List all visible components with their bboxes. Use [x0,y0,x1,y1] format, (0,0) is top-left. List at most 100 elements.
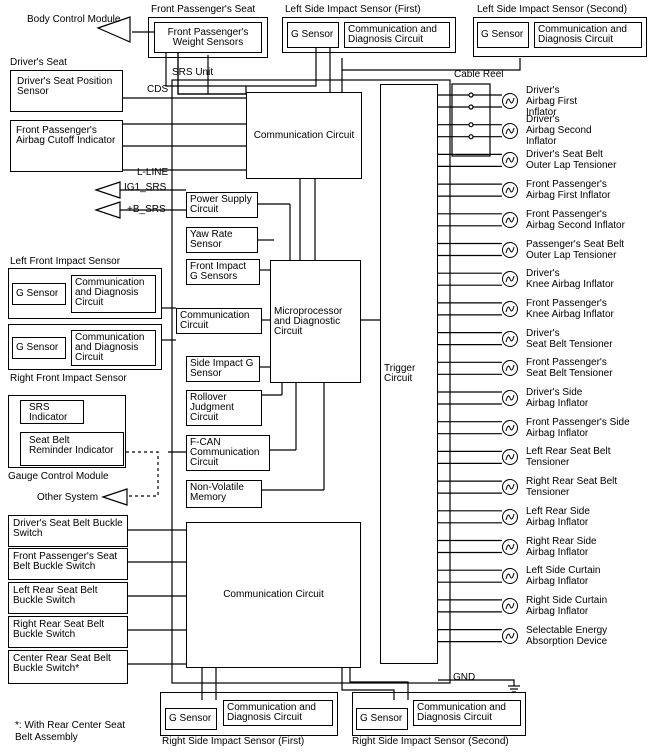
nonvolatile-memory: Non-Volatile Memory [186,480,262,508]
buckle-switch-3: Right Rear Seat Belt Buckle Switch [8,616,128,648]
output-label-line: Right Side Curtain [526,594,608,606]
srs-indicator: SRS Indicator [20,400,84,424]
buckle-switch-2: Left Rear Seat Belt Buckle Switch [8,582,128,614]
cds-terminal: CDS [147,84,169,95]
squib-icon [502,211,518,228]
squib-icon [502,597,518,614]
rsis-second-group [352,692,526,736]
output-label-line: Driver's [526,327,560,339]
lsis-second-g-sensor: G Sensor [477,22,529,48]
comm-circuit-bottom: Communication Circuit [186,522,361,668]
output-label-line: Knee Airbag Inflator [526,279,614,291]
buckle-switch-0: Driver's Seat Belt Buckle Switch [8,515,128,547]
squib-icon [502,182,518,199]
rfis-label: Right Front Impact Sensor [10,373,127,384]
buckle-switch-1: Front Passenger's Seat Belt Buckle Switc… [8,548,128,580]
output-label-line: Seat Belt Tensioner [526,338,613,350]
lfis-g-sensor: G Sensor [12,283,66,305]
rsis-first-g-sensor: G Sensor [165,708,217,730]
squib-icon [502,390,518,406]
microprocessor-circuit: Microprocessor and Diagnostic Circuit [270,260,361,383]
squib-icon [502,538,518,555]
body-control-label: Body Control Module [27,14,121,25]
srs-unit-outline [171,79,451,684]
squib-icon [502,508,518,525]
output-label-line: Knee Airbag Inflator [526,308,614,320]
output-label-line: Inflator [526,136,557,148]
output-label-line: Airbag First [526,95,578,107]
ig1-terminal: IG1_SRS [124,182,167,193]
output-label-line: Passenger's Seat Belt [526,238,625,250]
squib-icon [502,122,518,139]
output-label-line: Driver's Seat Belt [526,149,603,161]
output-label-line: Airbag Second Inflator [526,219,625,231]
output-label-line: Driver's [526,268,560,280]
rsis-second-comm: Communication and Diagnosis Circuit [413,700,521,726]
squib-icon [502,271,518,288]
lfis-label: Left Front Impact Sensor [10,256,121,267]
lsis-second-label: Left Side Impact Sensor (Second) [477,4,628,15]
output-label-line: Airbag Inflator [526,546,589,558]
rsis-first-comm: Communication and Diagnosis Circuit [223,700,333,726]
output-label-line: Front Passenger's [526,208,607,220]
output-label-line: Airbag Inflator [526,398,589,409]
output-label-line: Driver's [526,84,560,96]
rsis-second-g-sensor: G Sensor [356,708,408,730]
output-label-line: Airbag Inflator [526,576,589,588]
drivers-seat-label: Driver's Seat [10,57,67,68]
buckle-switch-4: Center Rear Seat Belt Buckle Switch* [8,650,128,684]
output-label-line: Seat Belt Tensioner [526,368,613,380]
lsis-second-group [473,17,647,57]
lsis-first-g-sensor: G Sensor [287,22,339,48]
output-label-line: Selectable Energy [526,624,608,636]
rollover-judgment-circuit: Rollover Judgment Circuit [186,390,262,426]
rsis-first-group [160,692,338,736]
output-label-line: Front Passenger's [526,179,607,191]
front-pass-weight-sensors: Front Passenger's Weight Sensors [154,22,262,53]
output-label-line: Left Rear Side [526,505,590,517]
squib-icon [502,449,518,466]
comm-circuit-mid: Communication Circuit [176,308,262,334]
side-impact-g-sensor: Side Impact G Sensor [186,356,260,382]
squib-icon [502,152,518,169]
output-label-line: Outer Lap Tensioner [526,249,617,261]
squib-icon [502,568,518,585]
other-system-label: Other System [37,492,99,503]
output-label-line: Driver's [526,114,560,126]
squib-icon [502,419,518,436]
output-label-line: Airbag Inflator [526,516,589,528]
comm-circuit-top: Communication Circuit [246,92,362,179]
lsis-first-group [282,17,456,53]
squib-icon [502,330,518,347]
lsis-second-comm: Communication and Diagnosis Circuit [534,22,642,48]
gauge-label: Gauge Control Module [8,471,109,482]
rsis-second-label: Right Side Impact Sensor (Second) [352,736,509,747]
cable-reel-label: Cable Reel [454,69,504,80]
output-label-line: Right Rear Side [526,535,597,547]
output-label-line: Front Passenger's [526,297,607,309]
rfis-group [8,324,162,370]
squib-icon [502,479,518,496]
gauge-group [8,395,126,468]
power-supply-circuit: Power Supply Circuit [186,192,258,218]
fcan-comm-circuit: F-CAN Communication Circuit [186,435,270,471]
srs-unit-label: SRS Unit [172,67,214,78]
output-label-line: Inflator [526,106,557,118]
output-label-line: Absorption Device [526,635,608,647]
front-pass-seat-group [148,17,268,58]
output-label-line: Front Passenger's [526,357,607,369]
squib-icon [502,627,518,644]
output-label-line: Front Passenger's Side [526,416,630,428]
